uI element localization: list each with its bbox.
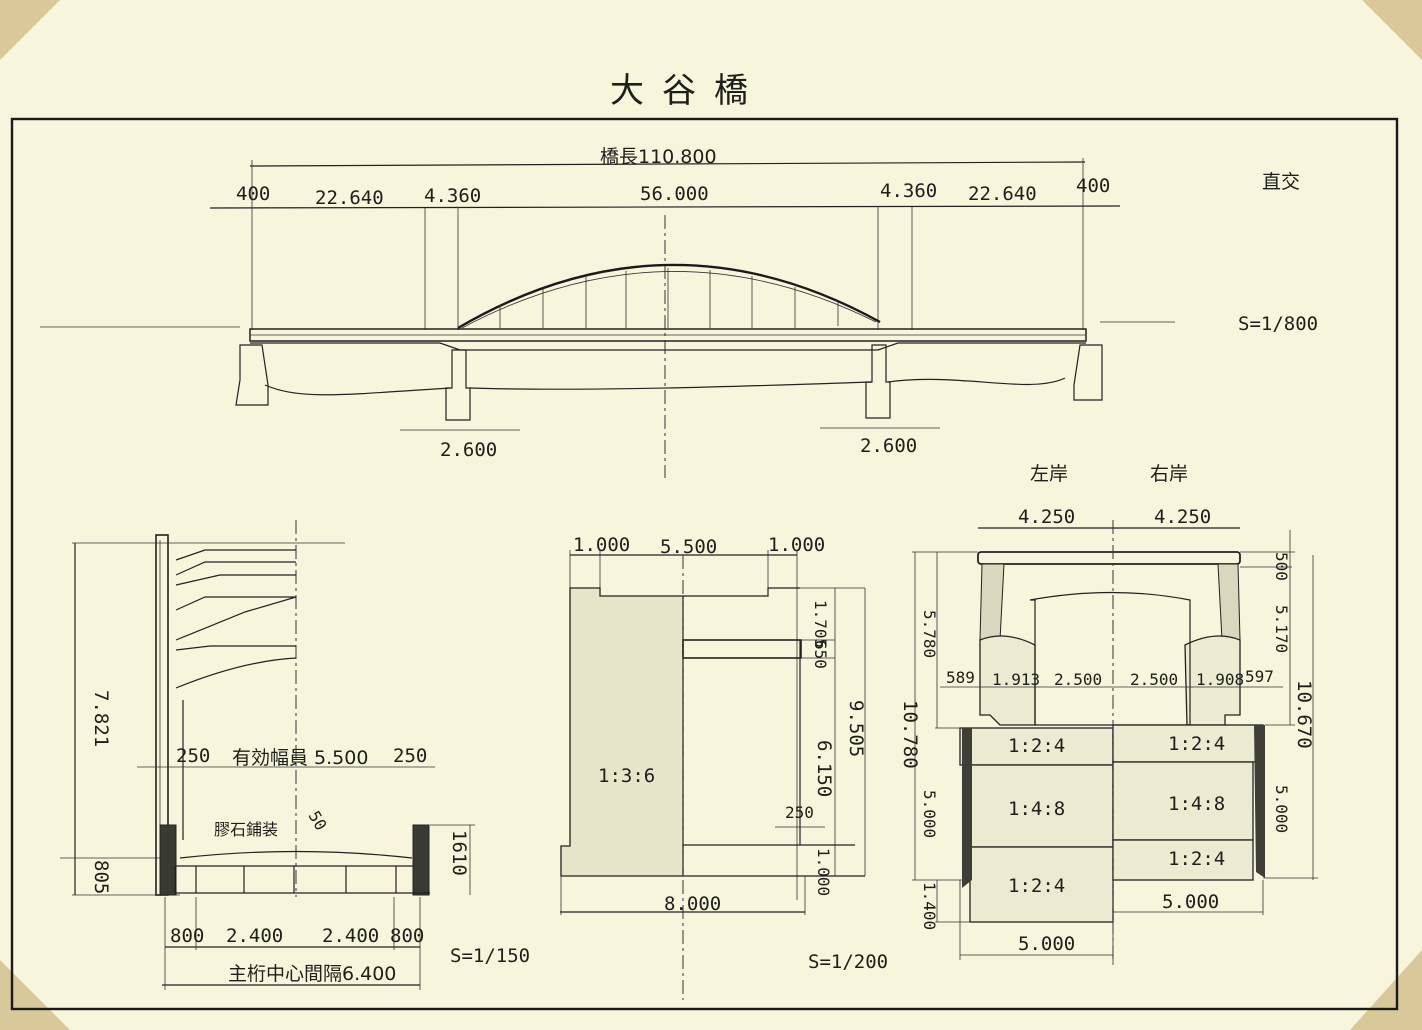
concrete-mix-label: 1:2:4 (1008, 735, 1065, 757)
abutment-height-dim: 5.780 (920, 610, 939, 658)
abutment-layer (1112, 724, 1264, 763)
girder-spacing-dim: 800 (170, 925, 204, 947)
concrete-mix-label: 1:2:4 (1168, 733, 1225, 755)
abutment-dim: 589 (946, 668, 975, 687)
span-dim: 400 (236, 183, 270, 205)
concrete-mix-label: 1:2:4 (1168, 848, 1225, 870)
abutment-height-dim: 10.670 (1293, 680, 1315, 749)
span-dim: 400 (1076, 175, 1110, 197)
abutment-top-width: 4.250 (1154, 506, 1211, 528)
pier-width-dim: 2.600 (440, 439, 497, 461)
left-abutment (235, 344, 269, 406)
cross-section-scale: S=1/150 (450, 945, 530, 967)
abutment-base-width: 5.000 (1162, 891, 1219, 913)
abutment-height-dim: 5.000 (1272, 785, 1291, 833)
pier-body (560, 587, 684, 877)
pier-total-height: 9.505 (845, 700, 867, 757)
depth-dim: 805 (90, 860, 112, 894)
pier-height-dim: 6.150 (813, 740, 835, 797)
girder-spacing-dim: 2.400 (226, 925, 283, 947)
elevation-view: 橋長110.800 400 22.640 4.360 56.000 4.360 … (40, 146, 1318, 478)
pavement-thickness: 50 (305, 808, 331, 834)
abutment-height-dim: 5.170 (1272, 605, 1291, 653)
left-bank-label: 左岸 (1030, 463, 1068, 485)
tape-corner (0, 0, 60, 60)
abutment-dim: 2.500 (1130, 670, 1178, 689)
drawing-title: 大谷橋 (610, 71, 766, 111)
pier-scale: S=1/200 (808, 951, 888, 973)
abutment-dim: 597 (1245, 667, 1274, 686)
pier-mix-label: 1:3:6 (598, 765, 655, 787)
abutment-dim: 2.500 (1054, 670, 1102, 689)
abutment-layer (1112, 761, 1254, 841)
abutment-layer (969, 846, 1114, 923)
abutment-layer (1112, 839, 1254, 881)
concrete-mix-label: 1:4:8 (1008, 798, 1065, 820)
abutment-height-dim: 10.780 (899, 700, 921, 769)
cross-beams (174, 866, 430, 894)
abutment-cap (977, 551, 1241, 565)
pier-right (865, 344, 891, 419)
drawing-border (10, 117, 1399, 1011)
cross-section-view: 7.821 805 250 有効幅員 5.500 250 膠石鋪装 50 161… (60, 520, 530, 990)
pier-height-dim: 1.000 (814, 848, 833, 896)
curb-dim: 250 (176, 745, 210, 767)
elevation-scale: S=1/800 (1238, 313, 1318, 335)
curb-height-dim: 1610 (448, 830, 470, 876)
pier-width-dim: 2.600 (860, 435, 917, 457)
abutment-base-width: 5.000 (1018, 933, 1075, 955)
right-bank-label: 右岸 (1150, 463, 1188, 485)
pavement-label: 膠石鋪装 (214, 820, 278, 839)
arch-rib (457, 263, 881, 330)
abutment-dim: 1.908 (1196, 670, 1244, 689)
pier-top-dim: 5.500 (660, 536, 717, 558)
tape-corner (1362, 0, 1422, 60)
curb-left (159, 824, 177, 896)
span-dim: 4.360 (424, 185, 481, 207)
pier-base-width: 8.000 (664, 893, 721, 915)
girder-spacing-dim: 800 (390, 925, 424, 947)
abutment-height-dim: 1.400 (920, 882, 939, 930)
main-girder-spacing-label: 主桁中心間隔6.400 (228, 963, 396, 985)
pier-cap-beam (682, 639, 802, 659)
abutment-section-view: 左岸 右岸 4.250 4.250 589 1.913 2.500 2.500 … (899, 463, 1318, 965)
curb-right (412, 824, 430, 896)
tape-corner (0, 960, 70, 1030)
abutment-height-dim: 500 (1272, 552, 1291, 581)
pier-section-view: 1.000 5.500 1.000 1:3:6 1.705 650 6.150 … (560, 534, 888, 1000)
span-dim: 22.640 (968, 183, 1037, 205)
pier-height-dim: 650 (811, 640, 830, 669)
pier-height-dim: 1.705 (811, 600, 830, 648)
total-length-label: 橋長110.800 (600, 146, 717, 168)
right-abutment (1073, 344, 1103, 401)
span-dim: 22.640 (315, 187, 384, 209)
ground-line (264, 377, 1066, 396)
pier-left (445, 349, 471, 421)
abutment-layer (969, 764, 1114, 848)
pier-top-dim: 1.000 (573, 534, 630, 556)
pier-offset-dim: 250 (785, 803, 814, 822)
pier-top-dim: 1.000 (768, 534, 825, 556)
concrete-mix-label: 1:4:8 (1168, 793, 1225, 815)
effective-width-label: 有効幅員 5.500 (232, 747, 368, 769)
concrete-mix-label: 1:2:4 (1008, 875, 1065, 897)
span-dim: 56.000 (640, 183, 709, 205)
girder-spacing-dim: 2.400 (322, 925, 379, 947)
abutment-height-dim: 5.000 (920, 790, 939, 838)
height-dim: 7.821 (90, 690, 112, 747)
tape-corner (1350, 950, 1422, 1030)
abutment-dim: 1.913 (992, 670, 1040, 689)
abutment-top-width: 4.250 (1018, 506, 1075, 528)
skew-label: 直交 (1262, 171, 1300, 193)
span-dim: 4.360 (880, 180, 937, 202)
curb-dim: 250 (393, 745, 427, 767)
